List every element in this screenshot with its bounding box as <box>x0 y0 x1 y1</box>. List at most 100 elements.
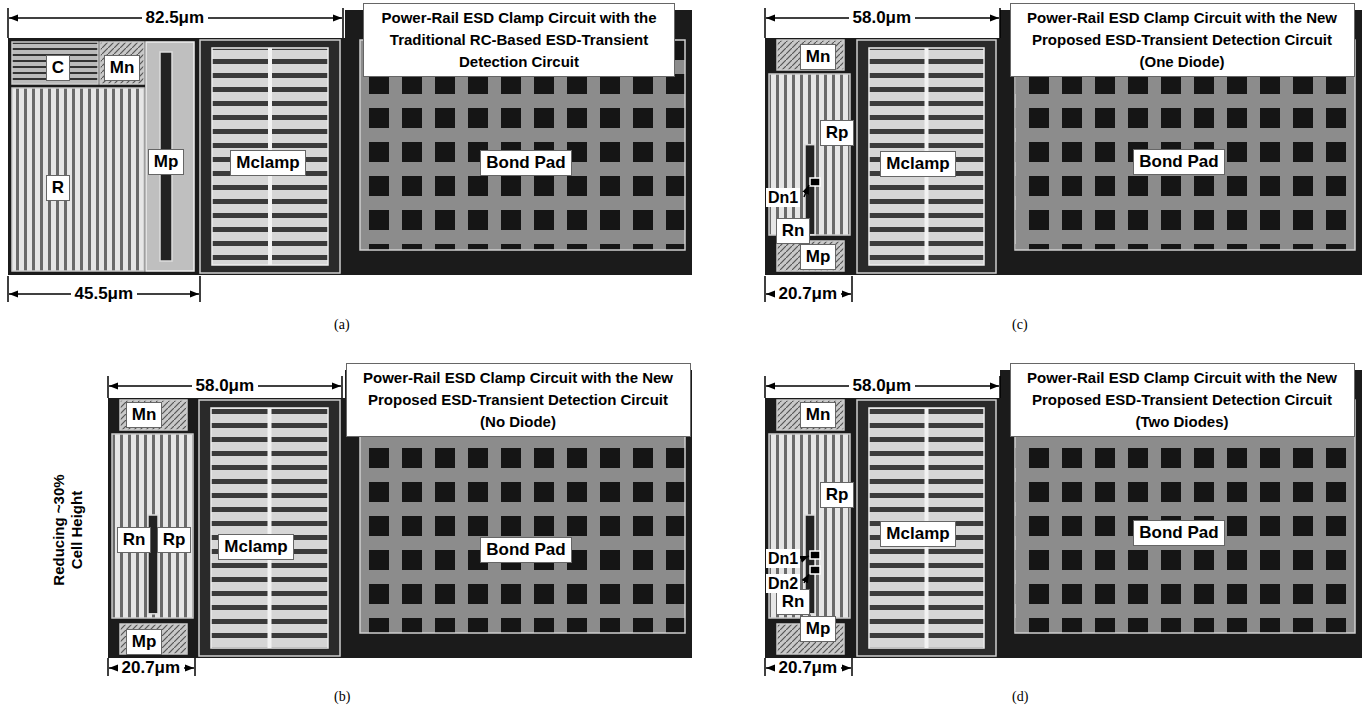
nmos-layout <box>777 400 844 430</box>
component-label: Rp <box>820 482 855 508</box>
label-text: Rn <box>123 530 146 550</box>
cell-region <box>765 398 1000 658</box>
component-label: Rn <box>776 218 811 244</box>
label-text: Mn <box>132 405 157 425</box>
label-text: Power-Rail ESD Clamp Circuit with the Tr… <box>372 7 666 73</box>
clamp-transistor <box>212 48 328 265</box>
component-label: Mn <box>800 44 837 70</box>
dimension-tick <box>764 376 766 398</box>
dimension-tick <box>851 276 853 302</box>
diode-layout <box>810 566 820 574</box>
component-label: Bond Pad <box>480 537 571 563</box>
guard-ring <box>199 400 340 656</box>
dimension-label: 20.7μm <box>775 658 842 678</box>
dimension-label: 82.5μm <box>142 8 209 28</box>
component-label: Mn <box>800 402 837 428</box>
diode-layout <box>810 551 820 559</box>
dimension-tick <box>764 8 766 38</box>
component-label: Mclamp <box>218 534 293 560</box>
component-label: Mp <box>800 616 837 642</box>
label-text: Mclamp <box>886 524 949 544</box>
component-label: Mp <box>800 244 837 270</box>
label-text: Bond Pad <box>1139 523 1218 543</box>
dimension-label: 58.0μm <box>849 376 916 396</box>
component-label: Mp <box>126 629 163 655</box>
component-label: Mclamp <box>880 151 955 177</box>
label-text: Rp <box>826 123 849 143</box>
dimension-label: 20.7μm <box>118 658 185 678</box>
title-box: Power-Rail ESD Clamp Circuit with the Ne… <box>1010 3 1355 77</box>
label-text: Mp <box>132 632 157 652</box>
clamp-transistor <box>869 408 984 648</box>
dimension-label: 20.7μm <box>775 284 842 304</box>
guard-ring <box>200 40 340 273</box>
guard-ring <box>857 40 996 273</box>
component-label: Bond Pad <box>480 150 571 176</box>
cell-region <box>8 38 345 275</box>
dimension-label: 58.0μm <box>849 8 916 28</box>
nmos-layout <box>777 40 844 70</box>
leader-arrow <box>804 185 809 197</box>
title-box: Power-Rail ESD Clamp Circuit with the Ne… <box>346 363 691 437</box>
label-text: C <box>52 58 64 78</box>
resistor-layout <box>769 74 850 235</box>
nmos-layout <box>120 400 187 430</box>
label-text: Power-Rail ESD Clamp Circuit with the Ne… <box>355 367 682 433</box>
subfigure-caption: (c) <box>1012 317 1028 333</box>
finger-divider <box>268 408 272 648</box>
dimension-tick <box>999 376 1001 398</box>
pmos-layout <box>146 42 194 271</box>
subfigure-caption: (a) <box>334 317 350 333</box>
component-label: Bond Pad <box>1133 520 1224 546</box>
cell-region <box>108 398 345 658</box>
label-text: Power-Rail ESD Clamp Circuit with the Ne… <box>1019 7 1346 73</box>
leader-arrow <box>804 574 809 583</box>
component-label: Mclamp <box>880 521 955 547</box>
dimension-tick <box>764 276 766 302</box>
dimension-tick <box>999 8 1001 38</box>
title-box: Power-Rail ESD Clamp Circuit with the Tr… <box>363 3 675 77</box>
dimension-lines <box>8 8 1000 676</box>
label-text: Mp <box>806 619 831 639</box>
component-label: Mp <box>148 149 185 175</box>
clamp-transistor <box>869 48 984 265</box>
subfigure-caption: (b) <box>334 689 350 705</box>
dimension-tick <box>7 8 9 38</box>
label-text: Rn <box>782 592 805 612</box>
resistor-layout <box>12 88 144 271</box>
cell-region <box>765 38 1000 275</box>
label-text: Mn <box>806 47 831 67</box>
diode-label: Dn1 <box>766 188 800 207</box>
label-text: Rn <box>782 221 805 241</box>
component-label: C <box>46 55 70 81</box>
label-text: Bond Pad <box>486 153 565 173</box>
guard-ring <box>857 400 996 656</box>
subfigure-caption: (d) <box>1012 689 1028 705</box>
label-text: Rp <box>826 485 849 505</box>
diode-label: Dn1 <box>766 549 800 568</box>
component-label: Bond Pad <box>1133 149 1224 175</box>
label-text: Mp <box>154 152 179 172</box>
diode-label: Dn2 <box>766 574 800 593</box>
label-text: Mclamp <box>224 537 287 557</box>
dimension-tick <box>851 658 853 676</box>
component-label: Rp <box>820 120 855 146</box>
dimension-label: 45.5μm <box>71 284 138 304</box>
component-label: R <box>46 175 70 201</box>
label-text: Mclamp <box>236 153 299 173</box>
label-text: Bond Pad <box>1139 152 1218 172</box>
label-text: Mp <box>806 247 831 267</box>
dimension-tick <box>194 658 196 676</box>
component-label: Rn <box>776 589 811 615</box>
label-text: Power-Rail ESD Clamp Circuit with the Ne… <box>1019 367 1346 433</box>
component-label: Rn <box>117 527 152 553</box>
dimension-tick <box>341 376 343 398</box>
label-text: Bond Pad <box>486 540 565 560</box>
resistor-layout <box>112 434 193 618</box>
dimension-tick <box>342 8 344 38</box>
annotation-text: Reducing ~30% Cell Height <box>50 470 86 590</box>
leader-arrow <box>804 556 809 558</box>
label-text: R <box>52 178 64 198</box>
component-label: Mn <box>104 55 141 81</box>
